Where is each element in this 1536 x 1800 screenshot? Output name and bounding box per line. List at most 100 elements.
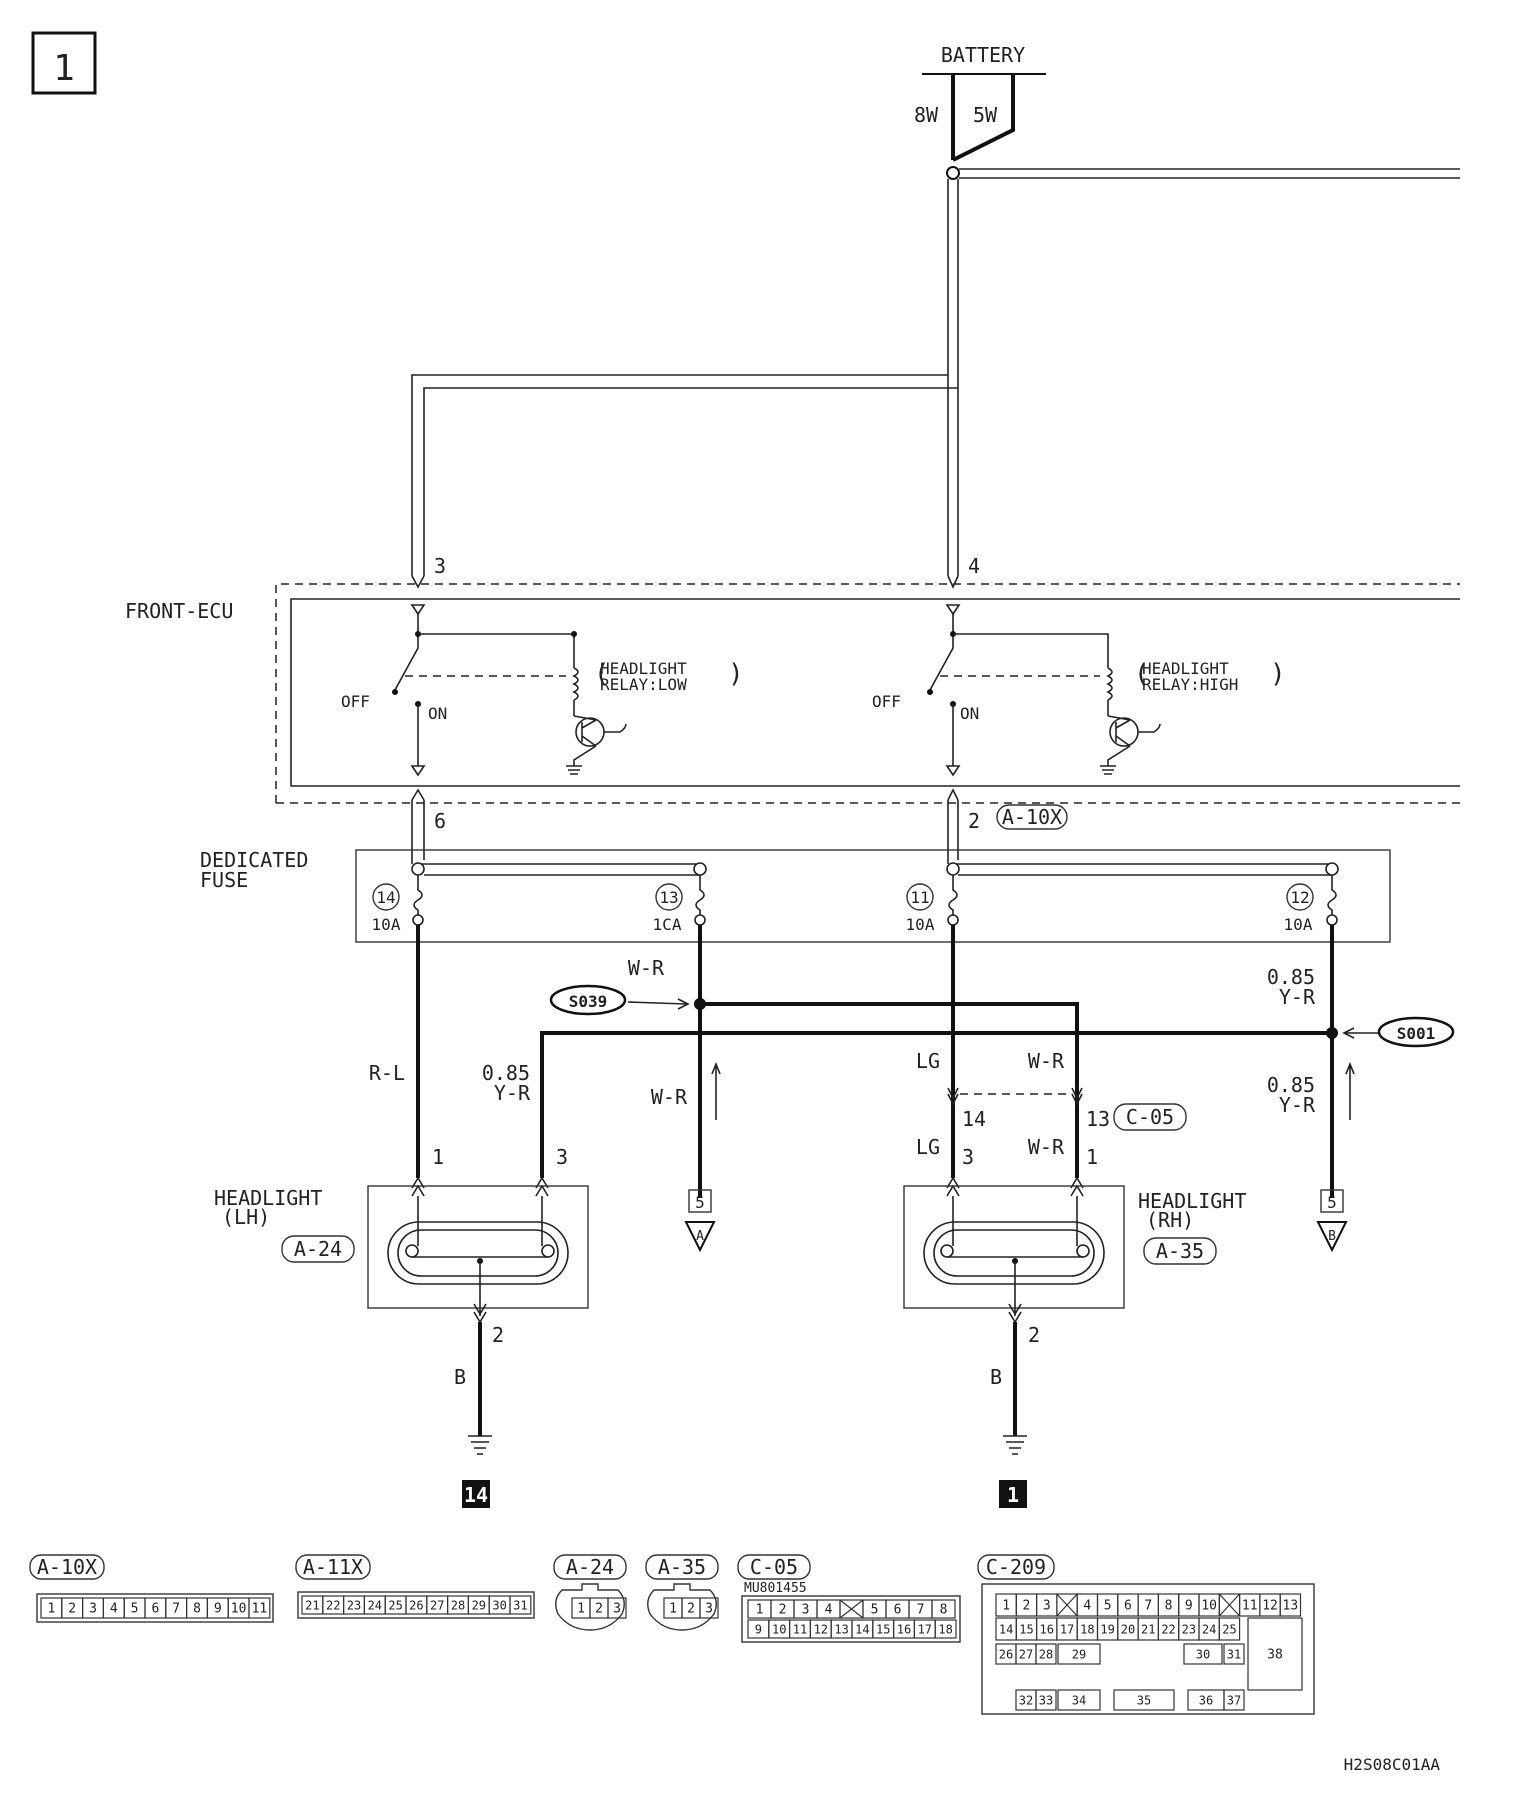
- a11x-pin-30: 30: [492, 1598, 506, 1612]
- a24-pin-3-cell: [607, 1597, 627, 1619]
- connector-c05-part: MU801455: [744, 1581, 807, 1596]
- c209-pin-7: 7: [1144, 1599, 1152, 1614]
- wire-offpage-b-yr: Y-R: [1279, 1093, 1316, 1117]
- c05-pin-15: 15: [876, 1622, 890, 1636]
- connector-a10x-label: A-10X: [37, 1555, 97, 1579]
- c209-pin-24: 24: [1202, 1622, 1216, 1636]
- a24-pin-1: 1: [577, 1602, 585, 1617]
- switch-right-off: OFF: [872, 692, 901, 711]
- c05-pin-11: 11: [793, 1622, 807, 1636]
- ground-left-icon: [468, 1435, 492, 1455]
- page-number-box: [31, 31, 97, 95]
- headlight-lh-pin-3: 3: [556, 1145, 568, 1169]
- wire-fuse12-yr: Y-R: [1279, 985, 1316, 1009]
- svg-text:): ): [728, 659, 744, 689]
- fuse-13-rating: 1CA: [653, 915, 682, 934]
- a11x-pin-22: 22: [326, 1598, 340, 1612]
- headlight-lh-connector: A-24: [294, 1237, 342, 1261]
- junction-pin-14: 14: [962, 1107, 986, 1131]
- c05-pin-16: 16: [897, 1622, 911, 1636]
- c209-pin-27: 27: [1019, 1647, 1033, 1661]
- headlight-rh-tag: [1143, 1237, 1217, 1265]
- battery-label: BATTERY: [941, 43, 1025, 67]
- headlight-rh-pin-1: 1: [1086, 1145, 1098, 1169]
- connector-c05-tag-label: C-05: [1126, 1105, 1174, 1129]
- a35-pin-2: 2: [687, 1602, 695, 1617]
- c05-pin-7: 7: [917, 1603, 925, 1618]
- a10x-pin-8: 8: [193, 1602, 201, 1617]
- c05-pin-4: 4: [825, 1603, 833, 1618]
- ecu-pin-3: 3: [434, 554, 446, 578]
- supply-wires: [411, 168, 1460, 589]
- c209-pin-22: 22: [1161, 1622, 1175, 1636]
- a11x-pin-23: 23: [347, 1598, 361, 1612]
- splice-s039: S039: [549, 984, 690, 1016]
- fuse-14-rating: 10A: [372, 915, 401, 934]
- c209-pin-6: 6: [1124, 1599, 1132, 1614]
- front-ecu-label: FRONT-ECU: [125, 599, 233, 623]
- battery-fuse-5w: 5W: [973, 103, 998, 127]
- ground-right-badge: [999, 1480, 1027, 1508]
- headlight-rh-connector: A-35: [1156, 1239, 1204, 1263]
- c209-pin-17: 17: [1060, 1622, 1074, 1636]
- connector-a10x-tag-label: A-10X: [1002, 805, 1062, 829]
- wire-b-right: B: [990, 1365, 1002, 1389]
- wire-wr-right-bottom: W-R: [1028, 1135, 1065, 1159]
- switch-right-on: ON: [960, 704, 979, 723]
- c209-pin-32: 32: [1019, 1693, 1033, 1707]
- fuse-14-num: 14: [376, 888, 395, 907]
- fuse-label-line2: FUSE: [200, 868, 248, 892]
- battery-junction: [946, 166, 960, 180]
- offpage-b-letter: B: [1328, 1229, 1336, 1244]
- offpage-b-num: 5: [1327, 1193, 1337, 1212]
- wire-lh-yr: Y-R: [494, 1081, 531, 1105]
- c209-pin-12: 12: [1262, 1599, 1278, 1614]
- wire-lh-size: 0.85: [482, 1061, 530, 1085]
- offpage-a-num: 5: [695, 1193, 705, 1212]
- headlight-lh-tag: [281, 1235, 355, 1263]
- c209-pin-21: 21: [1141, 1622, 1155, 1636]
- ecu-pin-2: 2: [968, 809, 980, 833]
- switch-left-on: ON: [428, 704, 447, 723]
- a24-pin-2: 2: [595, 1602, 603, 1617]
- a35-pin-3-cell: [699, 1597, 719, 1619]
- a10x-pin-5: 5: [131, 1602, 139, 1617]
- wire-wr-top: W-R: [628, 956, 665, 980]
- svg-text:): ): [1270, 659, 1286, 689]
- relay-low-line2: RELAY:LOW: [600, 675, 687, 694]
- a35-pin-1: 1: [669, 1602, 677, 1617]
- switch-left-off: OFF: [341, 692, 370, 711]
- c209-pin-10: 10: [1201, 1599, 1217, 1614]
- headlight-lh: 1 3 HEADLIGHT (LH) A-24 2 B: [214, 1145, 589, 1455]
- c209-pin-36: 36: [1199, 1693, 1213, 1707]
- c209-pin-35: 35: [1137, 1693, 1151, 1707]
- c05-pin-x4-blank: [839, 1599, 864, 1619]
- c209-pin-13: 13: [1283, 1599, 1299, 1614]
- c209-pin-34: 34: [1072, 1693, 1086, 1707]
- c209-pin-30: 30: [1196, 1647, 1210, 1661]
- c209-pin-15: 15: [1019, 1622, 1033, 1636]
- wire-b-left: B: [454, 1365, 466, 1389]
- c209-pin-x11-blank: [1218, 1593, 1241, 1617]
- wire-offpage-b-size: 0.85: [1267, 1073, 1315, 1097]
- a11x-pin-26: 26: [409, 1598, 423, 1612]
- c209-pin-31-cell: [1223, 1643, 1245, 1665]
- ground-left-num: 14: [464, 1483, 488, 1507]
- offpage-a: 5 A: [684, 1189, 716, 1253]
- c209-pin-18: 18: [1080, 1622, 1094, 1636]
- c209-pin-37-cell: [1223, 1689, 1245, 1711]
- c209-pin-38: 38: [1267, 1648, 1283, 1663]
- fuse-11-rating: 10A: [906, 915, 935, 934]
- c05-pin-12: 12: [814, 1622, 828, 1636]
- c209-pin-5: 5: [1104, 1599, 1112, 1614]
- battery: BATTERY 8W 5W: [914, 43, 1046, 180]
- c209-pin-28-cell: [1035, 1643, 1057, 1665]
- offpage-b: 5 B: [1316, 1189, 1348, 1253]
- wire-wr-right-top: W-R: [1028, 1049, 1065, 1073]
- a10x-pin-11-cell: [248, 1597, 271, 1619]
- connector-c05-tag: [1113, 1103, 1187, 1131]
- ground-left-badge: [462, 1480, 490, 1508]
